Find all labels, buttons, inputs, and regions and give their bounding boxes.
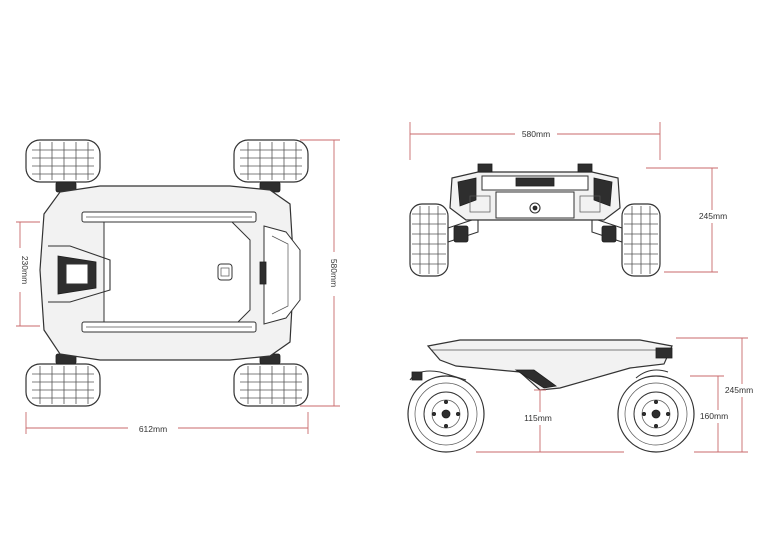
dim-front-width: 580mm — [522, 129, 550, 139]
top-view: 230mm 580mm 612mm — [14, 139, 340, 435]
dim-top-overall: 612mm — [139, 424, 167, 434]
side-chassis — [426, 339, 673, 391]
dim-top-length: 580mm — [329, 259, 339, 287]
top-wheel-front-right — [233, 139, 309, 183]
top-wheel-rear-left — [25, 363, 101, 407]
top-wheel-front-left — [25, 139, 101, 183]
dim-side-clearance: 115mm — [524, 413, 552, 423]
side-wheel-front — [407, 375, 485, 453]
front-wheel-left — [409, 203, 449, 277]
dim-side-wheel: 160mm — [700, 411, 728, 421]
front-wheel-right — [621, 203, 661, 277]
dim-side-height: 245mm — [725, 385, 753, 395]
dim-top-width: 230mm — [20, 256, 30, 284]
dim-front-height: 245mm — [699, 211, 727, 221]
side-view: 115mm 245mm 160mm — [407, 337, 756, 453]
top-wheel-rear-right — [233, 363, 309, 407]
side-wheel-rear — [617, 375, 695, 453]
front-view: 580mm 245mm — [409, 122, 730, 277]
